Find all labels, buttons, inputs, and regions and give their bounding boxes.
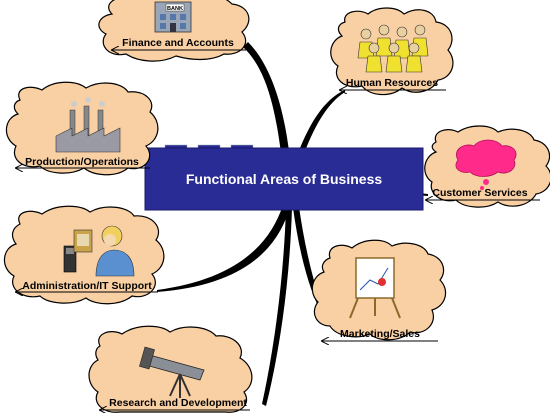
cloud-admin [3,205,165,305]
label-customer: Customer Services [432,187,527,199]
label-hr: Human Resources [346,77,438,89]
factory-icon [55,97,121,153]
people-group-icon [357,24,429,73]
flip-chart-icon [349,257,401,319]
bank-sign: BANK [167,6,183,12]
label-finance: Finance and Accounts [122,37,234,49]
bank-building-icon: BANK [154,1,192,33]
node-finance: BANK Finance and Accounts [98,0,250,62]
node-hr: Human Resources [330,7,454,96]
central-box [144,147,424,211]
connector-finance [243,42,291,170]
node-customer: Customer Services [424,125,550,208]
thought-bubble-icon [455,139,517,190]
central-title: Functional Areas of Business [186,171,383,187]
label-marketing: Marketing/Sales [340,328,420,340]
connector-admin [157,205,290,292]
connector-research [262,208,292,406]
label-research: Research and Development [109,397,247,409]
node-research: Research and Development [88,325,253,412]
phone-worker-icon [63,225,135,277]
connector-marketing [293,207,327,320]
central-topic: Functional Areas of Business [144,144,424,211]
telescope-icon [139,346,205,398]
label-production: Production/Operations [25,156,139,168]
node-admin: Administration/IT Support [3,205,165,305]
label-admin: Administration/IT Support [22,280,152,292]
node-marketing: Marketing/Sales [311,239,447,341]
node-production: Production/Operations [5,81,159,176]
